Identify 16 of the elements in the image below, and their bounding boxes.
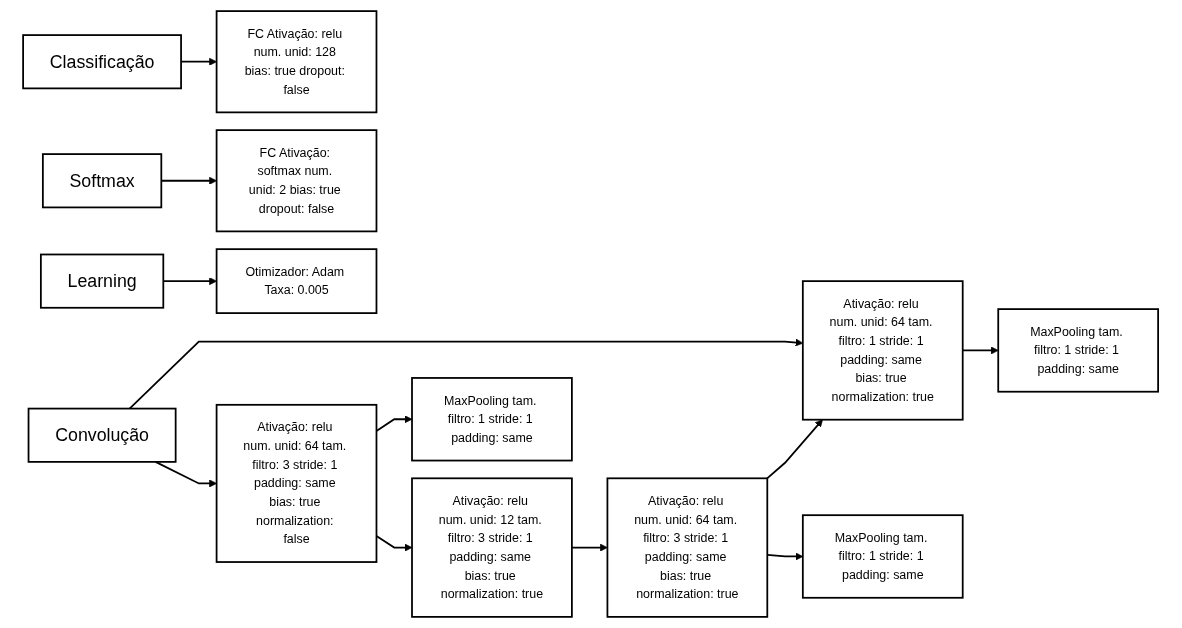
- node-box: MaxPooling tam. filtro: 1 stride: 1 padding: same: [411, 377, 574, 462]
- node-box: Softmax: [42, 153, 163, 209]
- node-box: Classificação: [22, 34, 183, 90]
- node-box: Ativação: relu num. unid: 12 tam. filtro: 3 stride: 1 padding: same bias: true normalization: true: [411, 477, 574, 618]
- node-box: Learning: [40, 253, 165, 309]
- node-box: Convolução: [28, 407, 177, 463]
- node-box: Ativação: relu num. unid: 64 tam. filtro: 1 stride: 1 padding: same bias: true normalization: true: [802, 280, 964, 421]
- node-box: Ativação: relu num. unid: 64 tam. filtro: 3 stride: 1 padding: same bias: true normalization: true: [606, 477, 769, 618]
- node-box: MaxPooling tam. filtro: 1 stride: 1 padding: same: [802, 514, 964, 599]
- node-box: FC Ativação: softmax num. unid: 2 bias: true dropout: false: [216, 129, 378, 233]
- node-box: FC Ativação: relu num. unid: 128 bias: true dropout: false: [216, 10, 378, 114]
- node-box: Ativação: relu num. unid: 64 tam. filtro: 3 stride: 1 padding: same bias: true normalization: false: [216, 403, 378, 563]
- arrow: [766, 419, 824, 480]
- node-box: Otimizador: Adam Taxa: 0.005: [216, 248, 378, 314]
- node-box: MaxPooling tam. filtro: 1 stride: 1 padding: same: [997, 308, 1160, 393]
- arrow: [129, 338, 804, 410]
